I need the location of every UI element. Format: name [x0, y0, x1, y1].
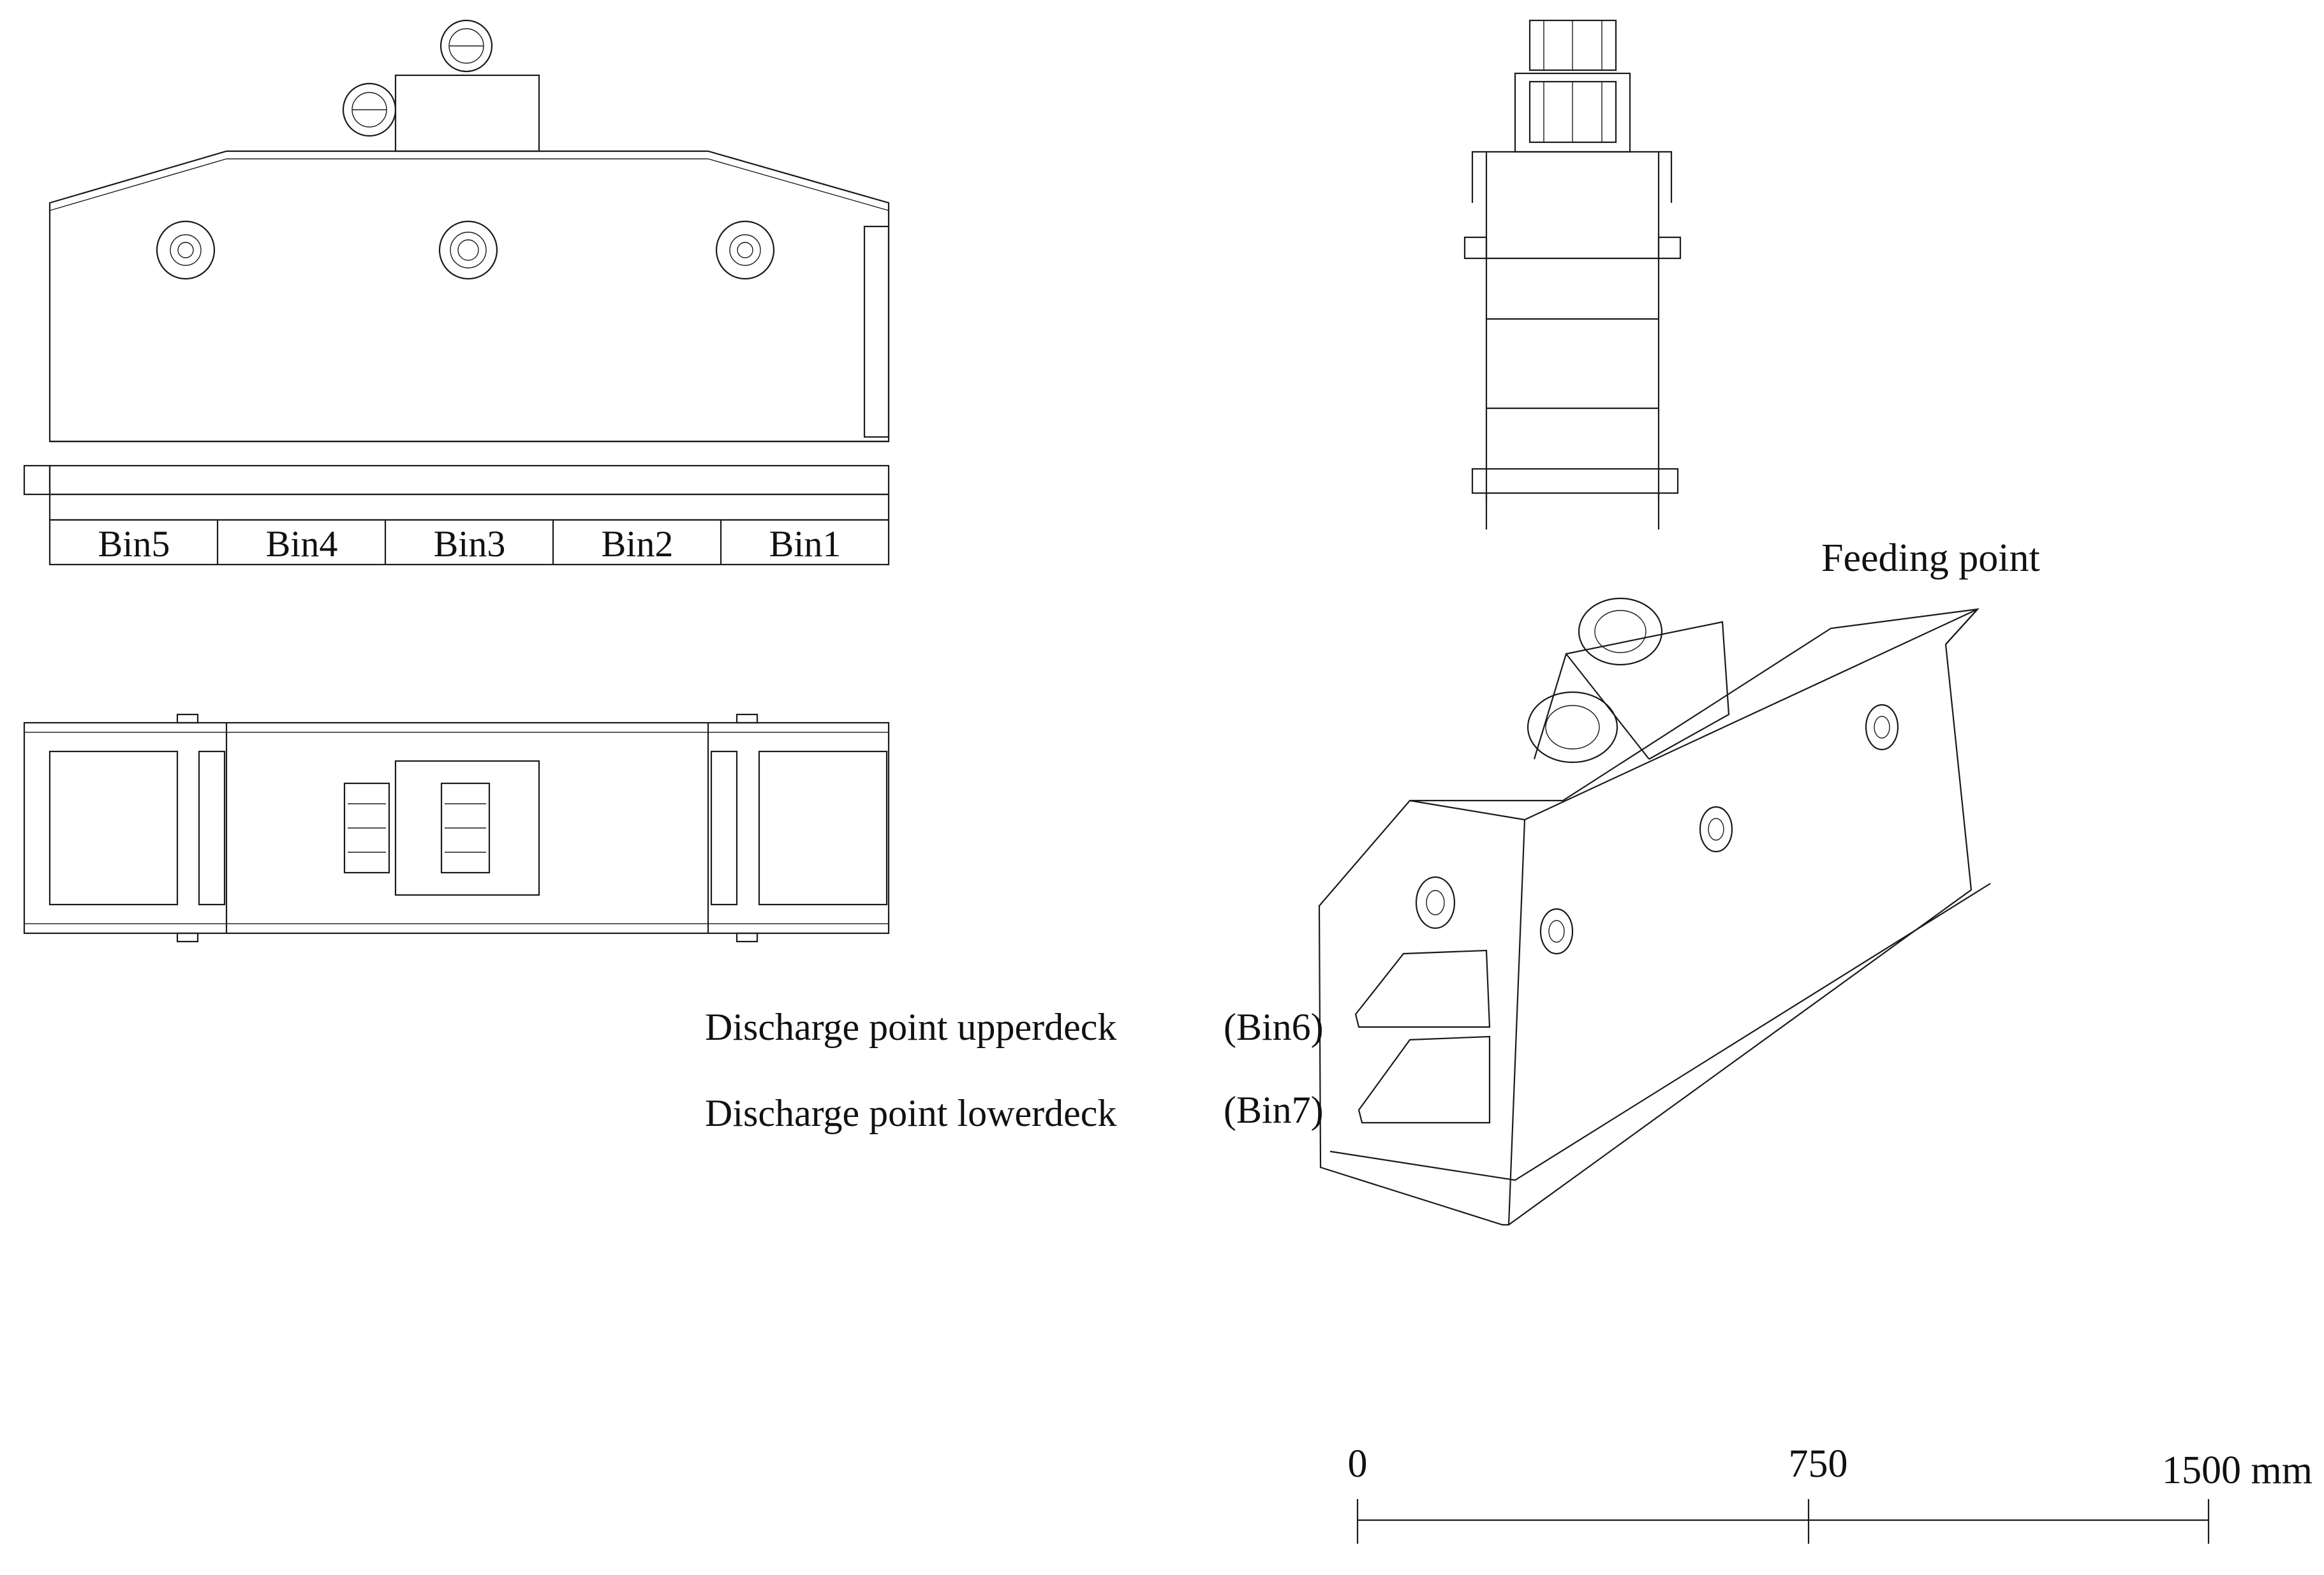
- bin-label: Bin3: [434, 523, 506, 565]
- lower-deck-screen: [1358, 1035, 1491, 1124]
- scale-tick-label: 0: [1348, 1442, 1368, 1486]
- lowerdeck-bin-label: (Bin7): [1224, 1089, 1324, 1131]
- screen-mesh-left: [48, 750, 226, 906]
- top-view: [23, 713, 890, 943]
- motor-icon: [1578, 597, 1663, 666]
- motor-icon: [440, 19, 493, 73]
- feeding-point-label: Feeding point: [1821, 536, 2040, 580]
- shaft-bearing-icon: [1539, 908, 1574, 955]
- motor-housing: [394, 760, 540, 896]
- shaft-bearing-icon: [156, 220, 216, 280]
- bin-label: Bin2: [602, 523, 674, 565]
- screen-mesh-right: [710, 750, 888, 906]
- shaft-bearing-icon: [1699, 806, 1733, 853]
- shaft-bearing-icon: [1415, 876, 1456, 929]
- motor-icon: [343, 782, 390, 874]
- upper-deck-screen: [1354, 949, 1491, 1028]
- end-view: [1463, 19, 1682, 529]
- end-view-frame: [1471, 151, 1673, 203]
- shaft-bearing-icon: [1865, 704, 1899, 751]
- upperdeck-bin-label: (Bin6): [1224, 1006, 1324, 1048]
- side-view-body: [48, 150, 890, 443]
- lowerdeck-discharge-label: Discharge point lowerdeck: [705, 1092, 1116, 1134]
- motor-icon: [342, 82, 397, 137]
- scale-tick-label: 750: [1789, 1442, 1848, 1486]
- shaft-bearing-icon: [715, 220, 775, 280]
- side-view: Bin5 Bin4 Bin3 Bin2 Bin1: [23, 19, 890, 566]
- bin-label: Bin5: [98, 523, 170, 565]
- motor-icon: [440, 782, 491, 874]
- isometric-view: [1318, 597, 1991, 1226]
- scale-tick-label: 1500 mm: [2162, 1449, 2313, 1492]
- bin-label: Bin1: [769, 523, 841, 565]
- isometric-body: [1318, 608, 1980, 1226]
- motor-icon: [1528, 19, 1617, 71]
- motor-icon: [1527, 691, 1618, 764]
- bin-label: Bin4: [266, 523, 338, 565]
- scale-bar: 0 750 1500 mm: [1348, 1442, 2313, 1544]
- motor-icon: [1528, 80, 1617, 144]
- bin-table: Bin5 Bin4 Bin3 Bin2 Bin1: [48, 519, 890, 566]
- shaft-bearing-icon: [438, 220, 498, 280]
- upperdeck-discharge-label: Discharge point upperdeck: [705, 1006, 1116, 1048]
- motor-housing: [394, 74, 540, 152]
